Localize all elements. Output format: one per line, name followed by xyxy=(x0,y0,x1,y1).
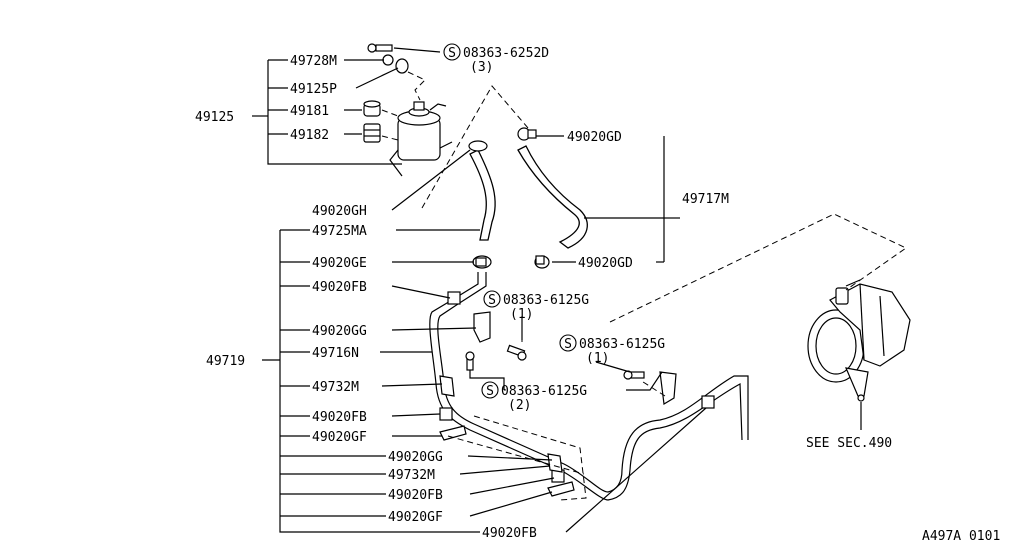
bolt-08363-6125G-b xyxy=(623,370,645,380)
clip-49020FB-4 xyxy=(701,395,715,409)
power-steering-pump xyxy=(807,279,911,430)
clip-49020GF-2 xyxy=(547,481,575,497)
screw-symbols: S S S S xyxy=(443,43,577,399)
washer-49125P xyxy=(395,58,409,74)
label-08363-6125G-b: 08363-6125G xyxy=(579,337,665,352)
label-49020GH: 49020GH xyxy=(312,204,367,219)
screw-symbol-text-2: S xyxy=(488,293,496,308)
screw-symbol-text-4: S xyxy=(486,384,494,399)
label-49725MA: 49725MA xyxy=(312,224,367,239)
drawing-id: A497A 0101 xyxy=(922,529,1000,544)
label-49182: 49182 xyxy=(290,128,329,143)
clip-49020FB-2 xyxy=(439,407,453,421)
cap-49181 xyxy=(363,100,381,117)
screw-symbol-2 xyxy=(483,290,501,308)
bolt-49728M xyxy=(367,43,393,53)
leader-lines xyxy=(252,47,707,533)
clamp-49020GH xyxy=(468,140,488,152)
screw-symbol-3 xyxy=(559,334,577,352)
label-qty-1b: (1) xyxy=(586,351,609,366)
bracket-49020GG-2 xyxy=(659,371,677,405)
label-49719: 49719 xyxy=(206,354,245,369)
label-49020FB-3: 49020FB xyxy=(388,488,443,503)
label-49020GG-2: 49020GG xyxy=(388,450,443,465)
bolt-08363-6125G-c xyxy=(465,351,475,371)
part-labels: 49728M 49125P 49125 49181 49182 08363-62… xyxy=(195,46,1000,544)
see-section-reference: SEE SEC.490 xyxy=(806,436,892,451)
label-qty-3: (3) xyxy=(470,60,493,75)
screw-symbol-text-3: S xyxy=(564,337,572,352)
label-49020GD-top: 49020GD xyxy=(567,130,622,145)
clip-49020GF-1 xyxy=(439,425,467,441)
bracket-49732M-1 xyxy=(439,375,455,397)
bolt-08363-6125G-a xyxy=(506,344,527,361)
pressure-tube-49719 xyxy=(429,272,749,501)
label-49020FB-2: 49020FB xyxy=(312,410,367,425)
label-08363-6125G-a: 08363-6125G xyxy=(503,293,589,308)
hose-49725MA xyxy=(469,149,496,241)
label-qty-2: (2) xyxy=(508,398,531,413)
label-49020GD-bottom: 49020GD xyxy=(578,256,633,271)
label-49020GF-2: 49020GF xyxy=(388,510,443,525)
label-49728M: 49728M xyxy=(290,54,337,69)
label-49125P: 49125P xyxy=(290,82,337,97)
label-49181: 49181 xyxy=(290,104,329,119)
clamp-49020GD-bottom xyxy=(534,255,550,269)
clamp-49020GD-top xyxy=(517,127,537,141)
label-49717M: 49717M xyxy=(682,192,729,207)
label-49732M-1: 49732M xyxy=(312,380,359,395)
label-qty-1a: (1) xyxy=(510,307,533,322)
label-49020FB-1: 49020FB xyxy=(312,280,367,295)
hoses xyxy=(468,127,588,269)
bracket-49020GG-1 xyxy=(473,311,491,343)
bracket-49732M-2 xyxy=(547,453,563,473)
label-49732M-2: 49732M xyxy=(388,468,435,483)
clamp-49020GE xyxy=(472,255,492,269)
label-49020GG-1: 49020GG xyxy=(312,324,367,339)
label-49020GF-1: 49020GF xyxy=(312,430,367,445)
label-08363-6252D: 08363-6252D xyxy=(463,46,549,61)
label-49716N: 49716N xyxy=(312,346,359,361)
reservoir-tank-group xyxy=(363,43,453,177)
filter-49182 xyxy=(363,123,381,143)
label-49020FB-4: 49020FB xyxy=(482,526,537,541)
dashed-connections xyxy=(421,85,907,501)
screw-symbol-4 xyxy=(481,381,499,399)
screw-symbol-1 xyxy=(443,43,461,61)
washer-small xyxy=(382,54,394,66)
reservoir-tank xyxy=(389,101,453,177)
hose-49717M xyxy=(517,145,588,249)
label-49020GE: 49020GE xyxy=(312,256,367,271)
label-49125: 49125 xyxy=(195,110,234,125)
label-08363-6125G-c: 08363-6125G xyxy=(501,384,587,399)
screw-symbol-text-1: S xyxy=(448,46,456,61)
